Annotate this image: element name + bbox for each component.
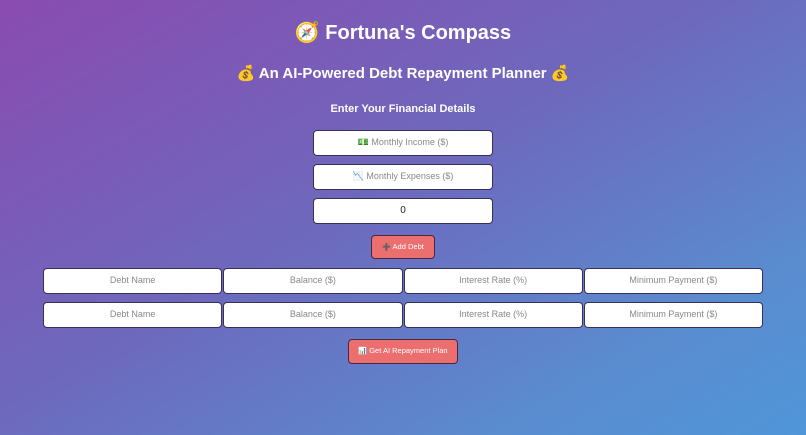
page-title: 🧭 Fortuna's Compass <box>0 20 806 45</box>
debt-row: Debt Name Balance ($) Interest Rate (%) … <box>43 302 763 328</box>
get-repayment-plan-button[interactable]: 📊 Get AI Repayment Plan <box>348 339 458 364</box>
debt-name-input[interactable]: Debt Name <box>43 268 223 294</box>
money-bag-icon: 💰 <box>550 65 570 82</box>
add-debt-button[interactable]: ➕ Add Debt <box>371 235 435 259</box>
extra-payment-input[interactable]: 0 <box>313 198 493 224</box>
money-bag-icon: 💰 <box>236 65 256 82</box>
submit-label: Get AI Repayment Plan <box>369 346 448 355</box>
subtitle-text: An AI-Powered Debt Repayment Planner <box>258 65 547 82</box>
monthly-income-input[interactable]: 💵 Monthly Income ($) <box>313 130 493 156</box>
debt-interest-input[interactable]: Interest Rate (%) <box>403 302 583 328</box>
debt-name-input[interactable]: Debt Name <box>43 302 223 328</box>
debt-min-payment-input[interactable]: Minimum Payment ($) <box>583 268 763 294</box>
chart-icon: 📊 <box>358 348 368 355</box>
title-text: Fortuna's Compass <box>325 22 512 44</box>
debt-balance-input[interactable]: Balance ($) <box>223 268 403 294</box>
debt-balance-input[interactable]: Balance ($) <box>223 302 403 328</box>
plus-icon: ➕ <box>382 244 391 251</box>
page-subtitle: 💰 An AI-Powered Debt Repayment Planner 💰 <box>0 64 806 82</box>
section-heading: Enter Your Financial Details <box>330 103 476 115</box>
compass-icon: 🧭 <box>294 22 320 44</box>
debt-min-payment-input[interactable]: Minimum Payment ($) <box>583 302 763 328</box>
debt-row: Debt Name Balance ($) Interest Rate (%) … <box>43 268 763 294</box>
monthly-expenses-input[interactable]: 📉 Monthly Expenses ($) <box>313 164 493 190</box>
add-debt-label: Add Debt <box>392 242 424 251</box>
debt-interest-input[interactable]: Interest Rate (%) <box>403 268 583 294</box>
